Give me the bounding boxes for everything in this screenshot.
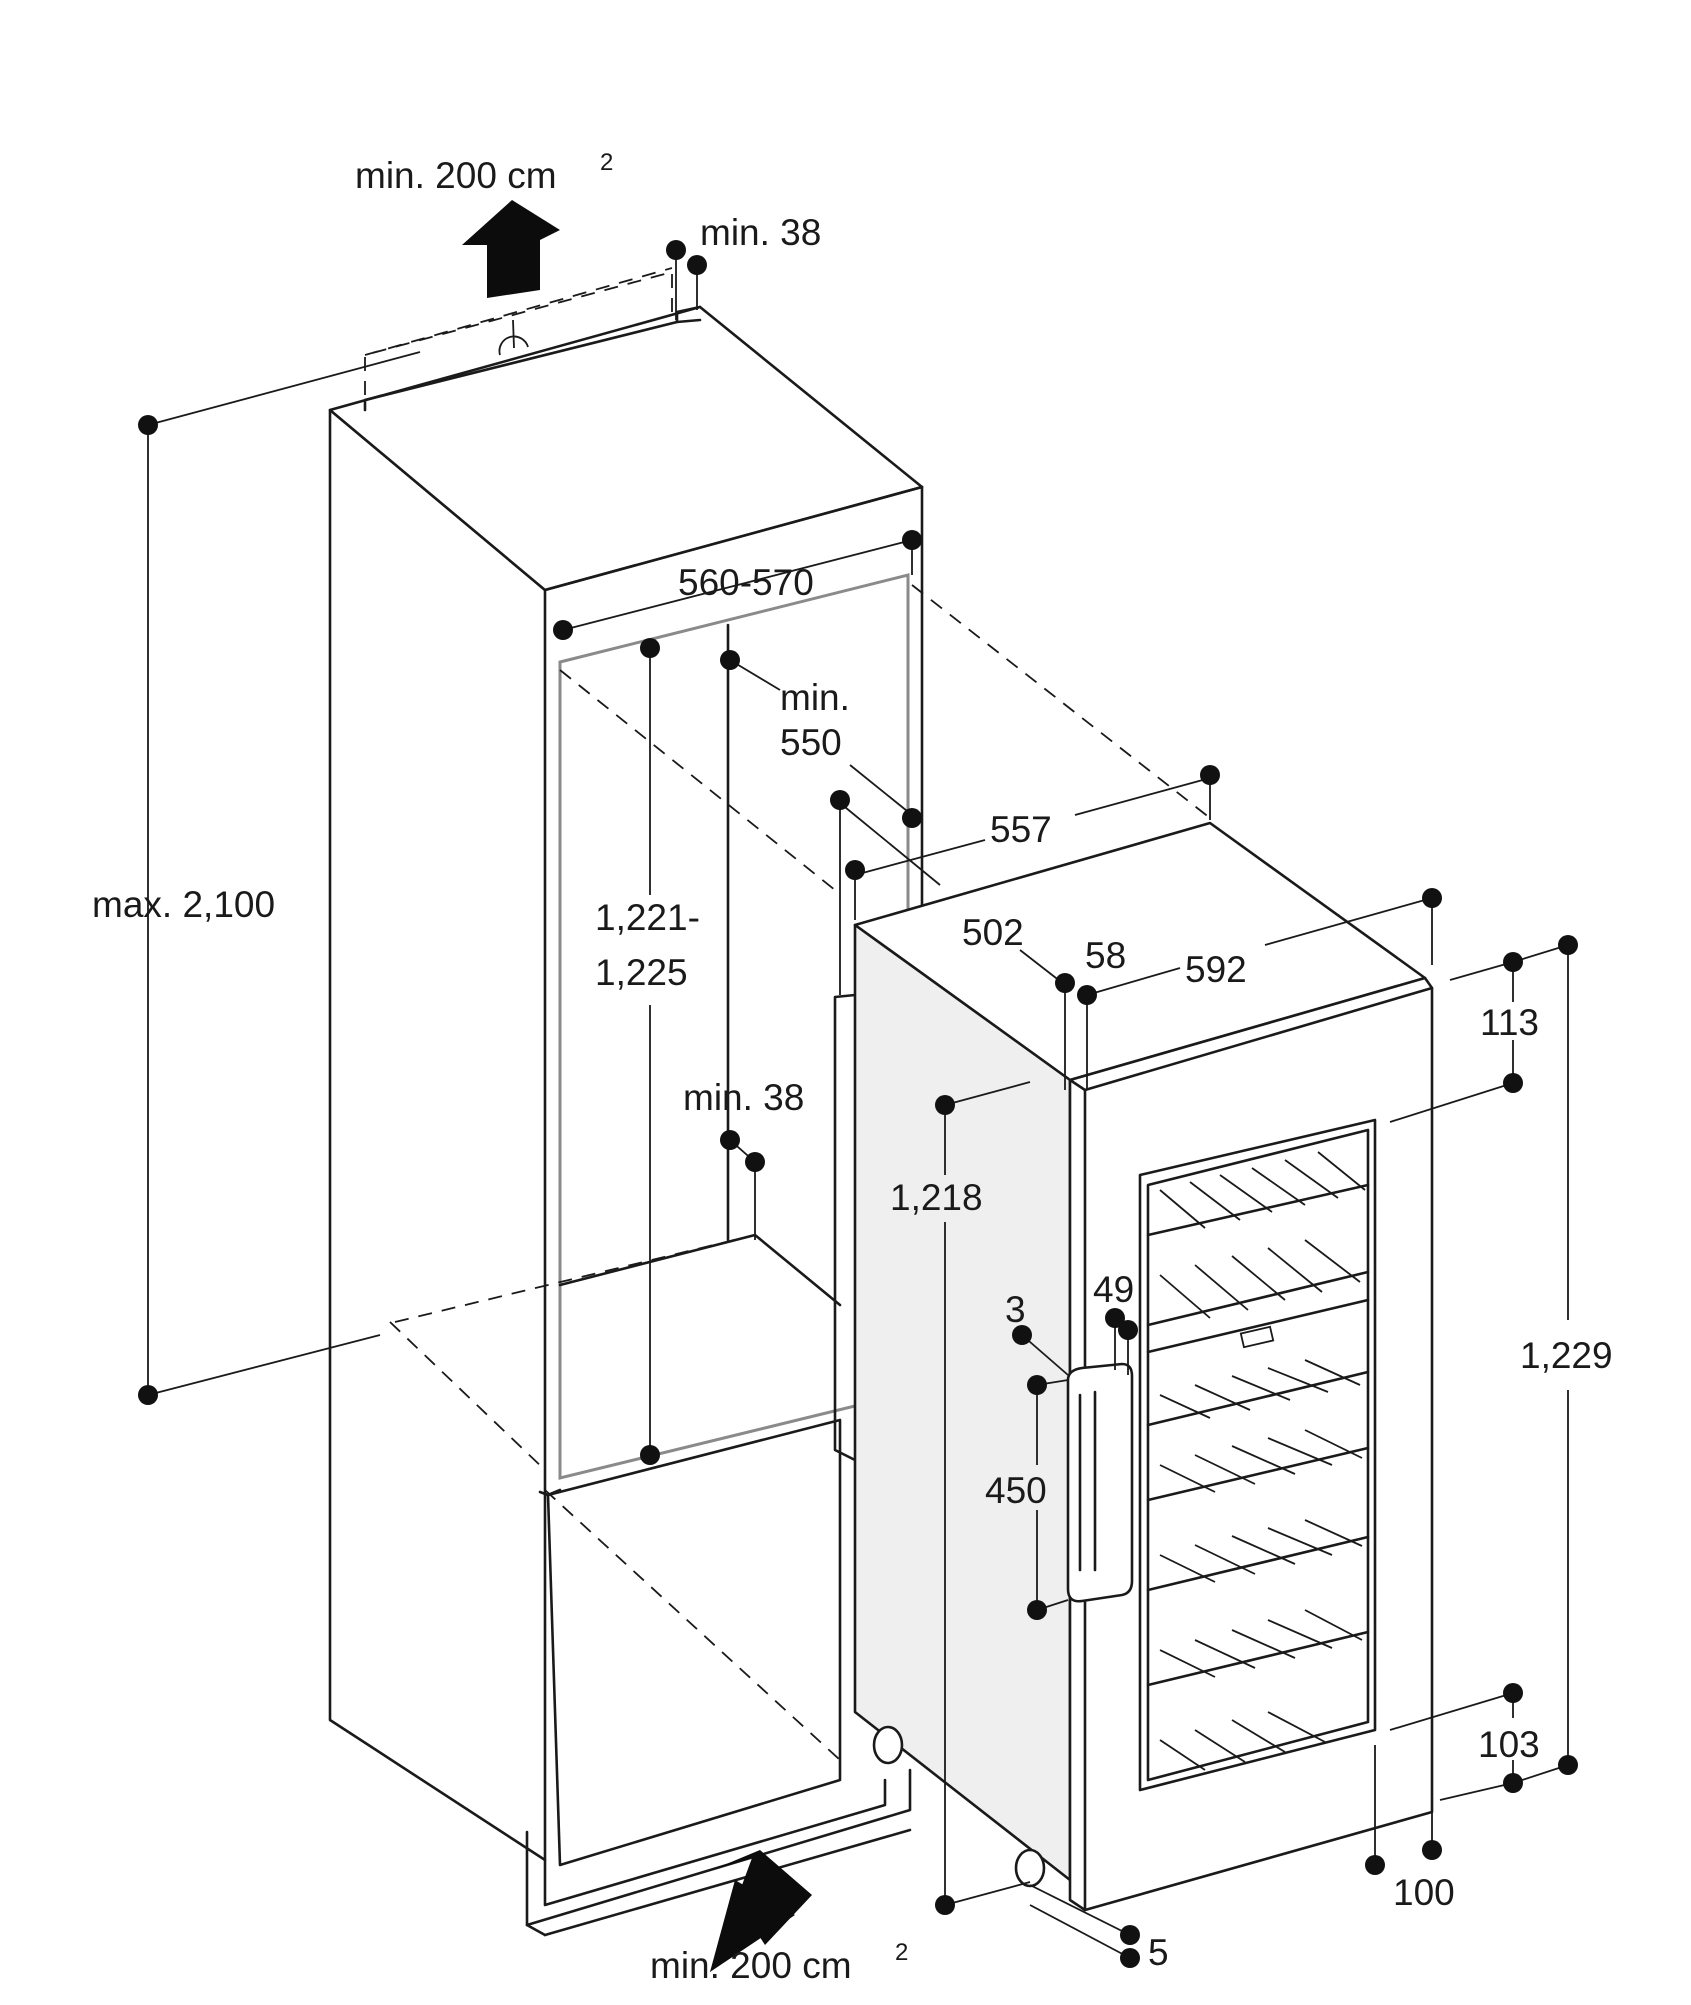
label-shelf-gap: min. 38: [683, 1077, 804, 1118]
dimension-labels: min. 200 cm 2 min. 38 max. 2,100 560-570…: [92, 149, 1613, 1986]
label-appliance-width: 557: [990, 809, 1052, 850]
label-vent-top-sup: 2: [600, 149, 613, 176]
label-niche-depth-1: min.: [780, 677, 850, 718]
wine-cooler: [833, 821, 1434, 1912]
label-door-height: 1,229: [1520, 1335, 1613, 1376]
dimension-dots: [138, 240, 1578, 1968]
label-door-thickness: 58: [1085, 935, 1126, 976]
label-vent-bottom-sup: 2: [895, 1939, 908, 1966]
label-top-gap: min. 38: [700, 212, 821, 253]
label-niche-depth-2: 550: [780, 722, 842, 763]
label-handle-length: 450: [985, 1470, 1047, 1511]
label-opening-height-1: 1,221-: [595, 897, 700, 938]
label-door-width: 592: [1185, 949, 1247, 990]
label-door-overlap: 100: [1393, 1872, 1455, 1913]
label-handle-depth: 49: [1093, 1269, 1134, 1310]
cabinet-side-panel: [328, 408, 547, 1862]
label-appliance-depth: 502: [962, 912, 1024, 953]
label-top-offset: 113: [1480, 1002, 1539, 1043]
cabinet-lower-door: [546, 1418, 842, 1867]
label-base-offset: 5: [1148, 1932, 1169, 1973]
label-bottom-offset: 103: [1478, 1724, 1540, 1765]
label-appliance-height: 1,218: [890, 1177, 983, 1218]
vent-arrow-top: [462, 200, 560, 298]
door-handle: [1066, 1362, 1134, 1603]
vent-arrow-bottom: [710, 1850, 812, 1972]
label-niche-width: 560-570: [678, 562, 814, 603]
label-vent-bottom: min. 200 cm: [650, 1945, 852, 1986]
label-niche-height: max. 2,100: [92, 884, 275, 925]
label-handle-offset: 3: [1005, 1289, 1026, 1330]
label-opening-height-2: 1,225: [595, 952, 688, 993]
label-vent-top: min. 200 cm: [355, 155, 557, 196]
wine-shelves: [1146, 1151, 1370, 1771]
